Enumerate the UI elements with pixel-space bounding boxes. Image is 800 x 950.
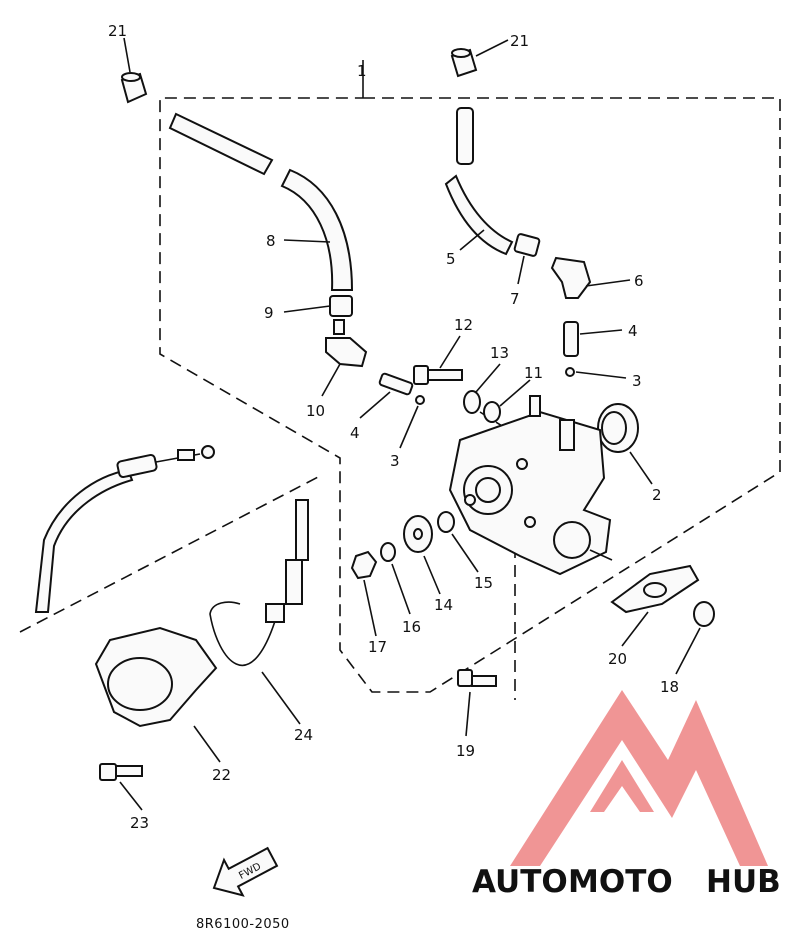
label-20: 20	[608, 650, 627, 668]
oil-pump-body	[448, 395, 612, 576]
hose-8	[168, 112, 354, 291]
watermark-text: AUTO MOTO HUB	[472, 864, 781, 900]
label-1: 1	[357, 62, 367, 80]
watermark-hub: HUB	[706, 864, 781, 900]
label-13: 13	[490, 344, 509, 362]
label-17: 17	[368, 638, 387, 656]
label-21: 21	[510, 32, 529, 50]
pump-cable	[34, 445, 215, 613]
pulley-14	[403, 515, 433, 553]
screw-23	[99, 763, 143, 781]
hose-5	[444, 107, 514, 256]
label-2: 2	[652, 486, 662, 504]
elbow-fitting-6	[550, 256, 592, 299]
washer-18	[693, 601, 715, 627]
label-12: 12	[454, 316, 473, 334]
label-24: 24	[294, 726, 313, 744]
leader-lines	[119, 37, 701, 811]
callout-labels: 21 21 1 8 5 7 6 9 12 13 4 3 11 10 4 3 2 …	[108, 22, 679, 832]
label-4: 4	[628, 322, 638, 340]
watermark-logo	[510, 690, 768, 866]
ball-3-left	[415, 395, 425, 405]
label-11: 11	[524, 364, 543, 382]
spring-4-left	[378, 372, 414, 396]
label-6: 6	[634, 272, 644, 290]
sensor-lead-24	[209, 499, 309, 667]
clamp-9	[329, 295, 353, 317]
label-3: 3	[632, 372, 642, 390]
washer-16	[380, 542, 396, 562]
label-4: 4	[350, 424, 360, 442]
oil-seal-2	[597, 403, 639, 453]
spring-4-right	[563, 321, 579, 357]
label-3: 3	[390, 452, 400, 470]
drawing-code: 8R6100-2050	[196, 917, 290, 932]
nut-17	[350, 550, 378, 580]
cap-21-right	[450, 48, 478, 78]
label-14: 14	[434, 596, 453, 614]
label-8: 8	[266, 232, 276, 250]
cap-21-left	[120, 72, 148, 104]
label-9: 9	[264, 304, 274, 322]
bolt-19	[457, 669, 497, 687]
gasket-20	[610, 564, 700, 614]
bolt-12	[413, 365, 463, 385]
washer-13	[463, 390, 481, 414]
washer-11	[483, 401, 501, 423]
label-10: 10	[306, 402, 325, 420]
forward-arrow-icon: FWD	[212, 846, 279, 897]
watermark-moto: MOTO	[568, 864, 673, 900]
label-18: 18	[660, 678, 679, 696]
clamp-7	[513, 233, 541, 257]
pump-cover-22	[94, 626, 218, 728]
label-15: 15	[474, 574, 493, 592]
label-7: 7	[510, 290, 520, 308]
label-22: 22	[212, 766, 231, 784]
ball-3-right	[565, 367, 575, 377]
label-5: 5	[446, 250, 456, 268]
washer-15	[437, 511, 455, 533]
label-23: 23	[130, 814, 149, 832]
elbow-fitting-10	[325, 319, 368, 368]
label-16: 16	[402, 618, 421, 636]
label-21: 21	[108, 22, 127, 40]
label-19: 19	[456, 742, 475, 760]
watermark-auto: AUTO	[472, 864, 568, 900]
